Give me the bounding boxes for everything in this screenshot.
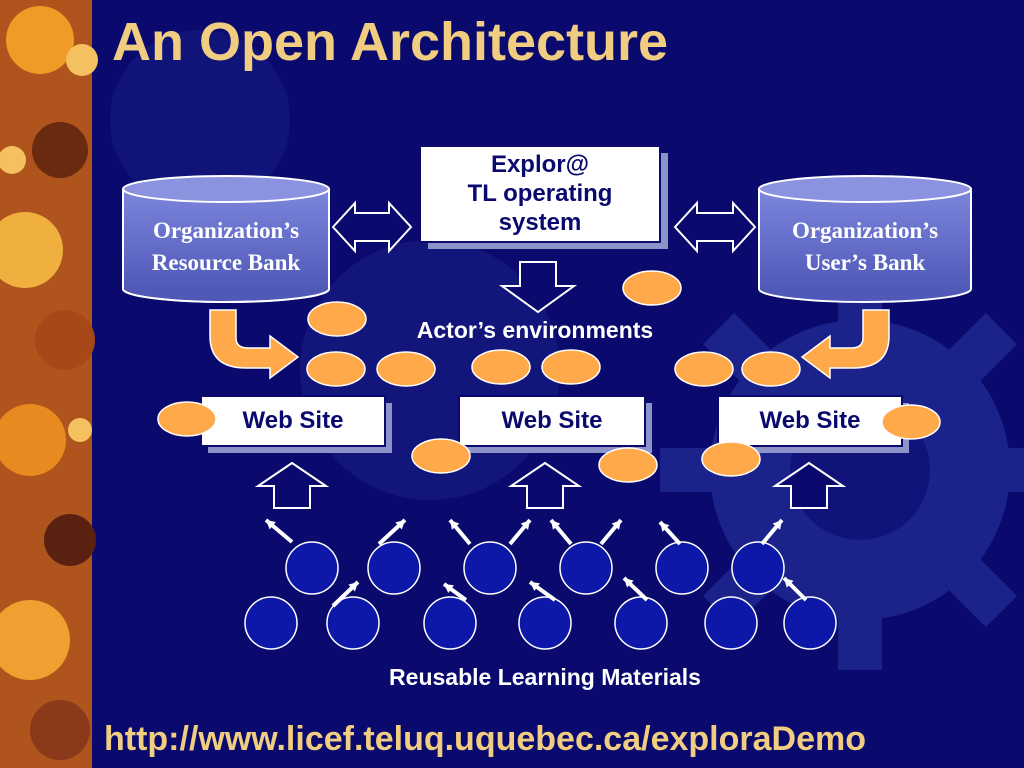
small-arrow-head-icon (624, 578, 634, 588)
actor-ellipse (307, 301, 367, 337)
user-bank-line-1: Organization’s (791, 218, 939, 243)
material-node (367, 541, 421, 595)
small-arrow-head-icon (395, 520, 405, 530)
user-bank-label: Organization’s User’s Bank (760, 215, 970, 279)
resource-bank-line-1: Organization’s (152, 218, 300, 243)
small-arrow-head-icon (266, 520, 276, 530)
actor-ellipse (701, 441, 761, 477)
os-label-line-2: TL operating (467, 180, 613, 207)
demo-url-link[interactable]: http://www.licef.teluq.uquebec.ca/explor… (104, 720, 866, 758)
web-site-box (200, 395, 386, 447)
small-arrow-head-icon (520, 520, 530, 530)
material-node (518, 596, 572, 650)
material-node (423, 596, 477, 650)
material-node (326, 596, 380, 650)
user-bank-cylinder (758, 175, 972, 303)
up-arrow-icon (771, 461, 847, 509)
material-node (655, 541, 709, 595)
material-node (244, 596, 298, 650)
web-site-label-2: Web Site (501, 407, 603, 434)
curved-arrow-left-icon (209, 309, 300, 380)
double-arrow-icon (673, 200, 757, 254)
actor-ellipse (411, 438, 471, 474)
small-arrow-head-icon (530, 582, 540, 592)
material-node (285, 541, 339, 595)
actor-ellipse (622, 270, 682, 306)
web-site-label-3: Web Site (759, 407, 861, 434)
user-bank-line-2: User’s Bank (804, 250, 926, 275)
small-arrow-head-icon (450, 520, 460, 530)
small-arrow-head-icon (660, 522, 670, 532)
material-node (704, 596, 758, 650)
reusable-materials-label: Reusable Learning Materials (389, 664, 701, 690)
actor-ellipse (376, 351, 436, 387)
actor-ellipse (881, 404, 941, 440)
small-arrow-head-icon (784, 578, 794, 588)
web-site-label-1: Web Site (242, 407, 344, 434)
material-node (614, 596, 668, 650)
actor-ellipse (306, 351, 366, 387)
actor-ellipse (471, 349, 531, 385)
actor-ellipse (541, 349, 601, 385)
small-arrow-group (264, 518, 808, 608)
down-arrow-icon (498, 261, 578, 314)
up-arrow-icon (507, 461, 583, 509)
resource-bank-label: Organization’s Resource Bank (121, 215, 331, 279)
os-label: Explor@ TL operating system (420, 150, 660, 237)
actor-ellipse (674, 351, 734, 387)
actor-ellipse (157, 401, 217, 437)
material-node (731, 541, 785, 595)
resource-bank-line-2: Resource Bank (151, 250, 301, 275)
resource-bank-cylinder (122, 175, 330, 303)
actor-ellipse (598, 447, 658, 483)
small-arrow-head-icon (772, 520, 782, 530)
slide-title: An Open Architecture (112, 12, 669, 72)
curved-arrow-right-icon (800, 309, 890, 380)
os-box (419, 145, 661, 243)
os-label-line-3: system (498, 209, 582, 236)
small-arrow-head-icon (348, 582, 358, 592)
material-node (559, 541, 613, 595)
double-arrow-icon (331, 200, 413, 254)
small-arrow-head-icon (551, 520, 561, 530)
up-arrow-icon (254, 461, 330, 509)
web-site-box (458, 395, 646, 447)
actors-environments-label: Actor’s environments (416, 317, 654, 343)
os-label-line-1: Explor@ (490, 151, 590, 178)
small-arrow-head-icon (611, 520, 621, 530)
actor-ellipse (741, 351, 801, 387)
small-arrow-head-icon (444, 584, 454, 594)
decorative-strip (0, 0, 98, 768)
material-node (783, 596, 837, 650)
material-node (463, 541, 517, 595)
